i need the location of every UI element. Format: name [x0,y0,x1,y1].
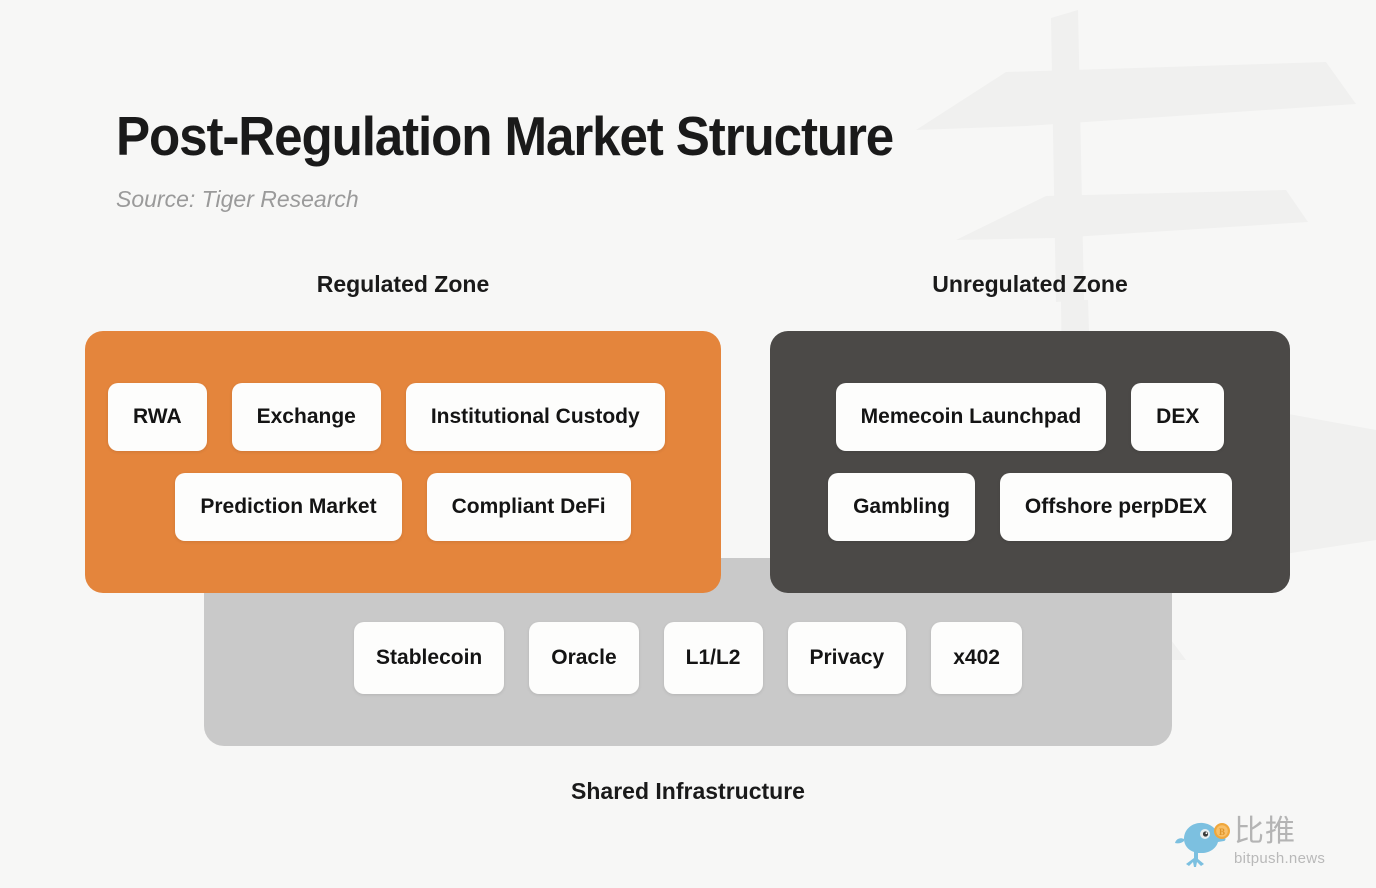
page-title: Post-Regulation Market Structure [116,105,894,167]
zone-label-regulated: Regulated Zone [316,271,490,297]
brand-url: bitpush.news [1234,850,1326,868]
svg-text:B: B [1219,827,1225,837]
infrastructure-chip[interactable]: L1/L2 [663,622,763,694]
zone-chip-offshore-perpdex[interactable]: Offshore perpDEX [999,473,1232,541]
source-caption: Source: Tiger Research [116,186,359,212]
zone-label-unregulated: Unregulated Zone [932,271,1128,297]
infrastructure-chip[interactable]: Oracle [529,622,639,694]
zone-chip-gambling[interactable]: Gambling [828,473,975,541]
zone-row: Memecoin Launchpad DEX [793,383,1267,451]
zone-chip-dex[interactable]: DEX [1131,383,1225,451]
infrastructure-chip[interactable]: Privacy [787,622,907,694]
infrastructure-chip-row: Stablecoin Oracle L1/L2 Privacy x402 [204,622,1172,694]
infrastructure-chip[interactable]: Stablecoin [354,622,505,694]
brand-name-cn: 比推 [1234,814,1296,850]
shared-infrastructure-caption: Shared Infrastructure [571,778,805,804]
zone-chip-prediction-market[interactable]: Prediction Market [175,473,402,541]
zone-chip-exchange[interactable]: Exchange [231,383,381,451]
zone-chip-institutional-custody[interactable]: Institutional Custody [405,383,665,451]
zone-chip-memecoin-launchpad[interactable]: Memecoin Launchpad [835,383,1107,451]
bird-icon: B [1175,822,1230,867]
zone-row: Prediction Market Compliant DeFi [108,473,698,541]
zone-panel-regulated: RWA Exchange Institutional Custody Predi… [85,331,721,593]
zone-row: RWA Exchange Institutional Custody [108,383,698,451]
zone-row: Gambling Offshore perpDEX [793,473,1267,541]
infrastructure-chip[interactable]: x402 [931,622,1022,694]
brand-logo: B 比推 bitpush.news [1174,812,1354,874]
zone-chip-rwa[interactable]: RWA [108,383,207,451]
zone-panel-unregulated: Memecoin Launchpad DEX Gambling Offshore… [770,331,1290,593]
zone-chip-compliant-defi[interactable]: Compliant DeFi [426,473,631,541]
